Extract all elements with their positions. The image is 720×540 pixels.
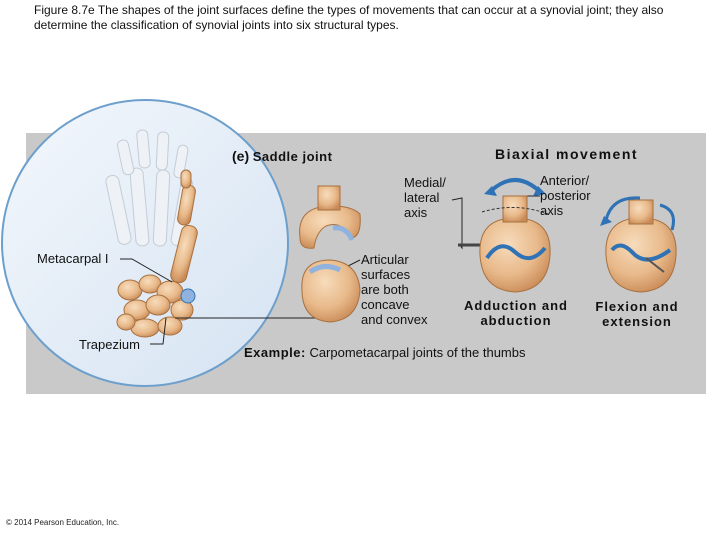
medial-lateral-axis-label: Medial/ lateral axis — [404, 175, 446, 220]
articular-surfaces-note: Articular surfaces are both concave and … — [361, 252, 428, 327]
trapezium-label: Trapezium — [79, 337, 140, 352]
hand-circle — [1, 99, 289, 387]
panel-title: (e) Saddle joint — [232, 148, 333, 165]
articular-bones — [299, 185, 361, 323]
figure-caption: Figure 8.7e The shapes of the joint surf… — [34, 3, 664, 32]
example-line: Example: Carpometacarpal joints of the t… — [244, 345, 526, 360]
metacarpal-label: Metacarpal I — [37, 251, 109, 266]
biaxial-heading: Biaxial movement — [495, 146, 639, 162]
adduction-abduction-label: Adduction and abduction — [464, 298, 568, 328]
joint-adduction-abduction — [479, 178, 551, 293]
hand-skeleton — [105, 129, 198, 338]
flexion-extension-label: Flexion and extension — [595, 299, 679, 329]
anterior-posterior-axis-label: Anterior/ posterior axis — [540, 173, 591, 218]
joint-flexion-extension — [600, 196, 677, 293]
copyright-notice: © 2014 Pearson Education, Inc. — [6, 518, 120, 527]
